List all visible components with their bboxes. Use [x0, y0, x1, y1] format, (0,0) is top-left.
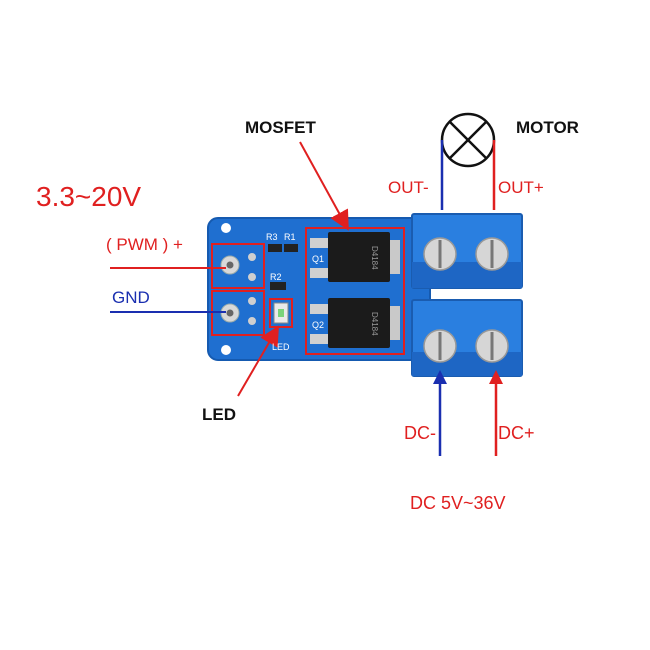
highlight-mosfet	[305, 227, 405, 355]
silk-r3: R3	[266, 232, 278, 242]
silk-q2: Q2	[312, 320, 324, 330]
mounting-hole	[221, 223, 231, 233]
silk-r2: R2	[270, 272, 282, 282]
gnd-label: GND	[112, 288, 150, 307]
mosfet-pointer	[299, 141, 349, 231]
motor-symbol	[440, 112, 496, 210]
mosfet-label: MOSFET	[245, 118, 316, 137]
pwm-label: ( PWM ) +	[106, 235, 183, 254]
pin-header	[220, 253, 256, 325]
motor-label: MOTOR	[516, 118, 579, 137]
out-minus-label: OUT-	[388, 178, 429, 197]
out-plus-label: OUT+	[498, 178, 544, 197]
resistor	[268, 244, 282, 252]
dc-range-label: DC 5V~36V	[410, 493, 506, 513]
chip-marking-q2: D4184	[370, 312, 379, 336]
dc-plus-label: DC+	[498, 423, 535, 443]
silk-r1: R1	[284, 232, 296, 242]
highlight-pins	[211, 243, 265, 289]
terminal-dc	[411, 299, 523, 377]
dc-minus-label: DC-	[404, 423, 436, 443]
terminal-out	[411, 213, 523, 289]
led-pointer	[237, 325, 280, 397]
mosfet-q1	[310, 232, 400, 282]
led-label: LED	[202, 405, 236, 424]
resistor	[270, 282, 286, 290]
resistor	[284, 244, 298, 252]
silk-q1: Q1	[312, 254, 324, 264]
silk-led: LED	[272, 342, 290, 352]
mounting-hole	[221, 345, 231, 355]
mosfet-q2	[310, 298, 400, 348]
chip-marking-q1: D4184	[370, 246, 379, 270]
input-voltage-label: 3.3~20V	[36, 181, 142, 212]
highlight-led	[269, 298, 293, 328]
